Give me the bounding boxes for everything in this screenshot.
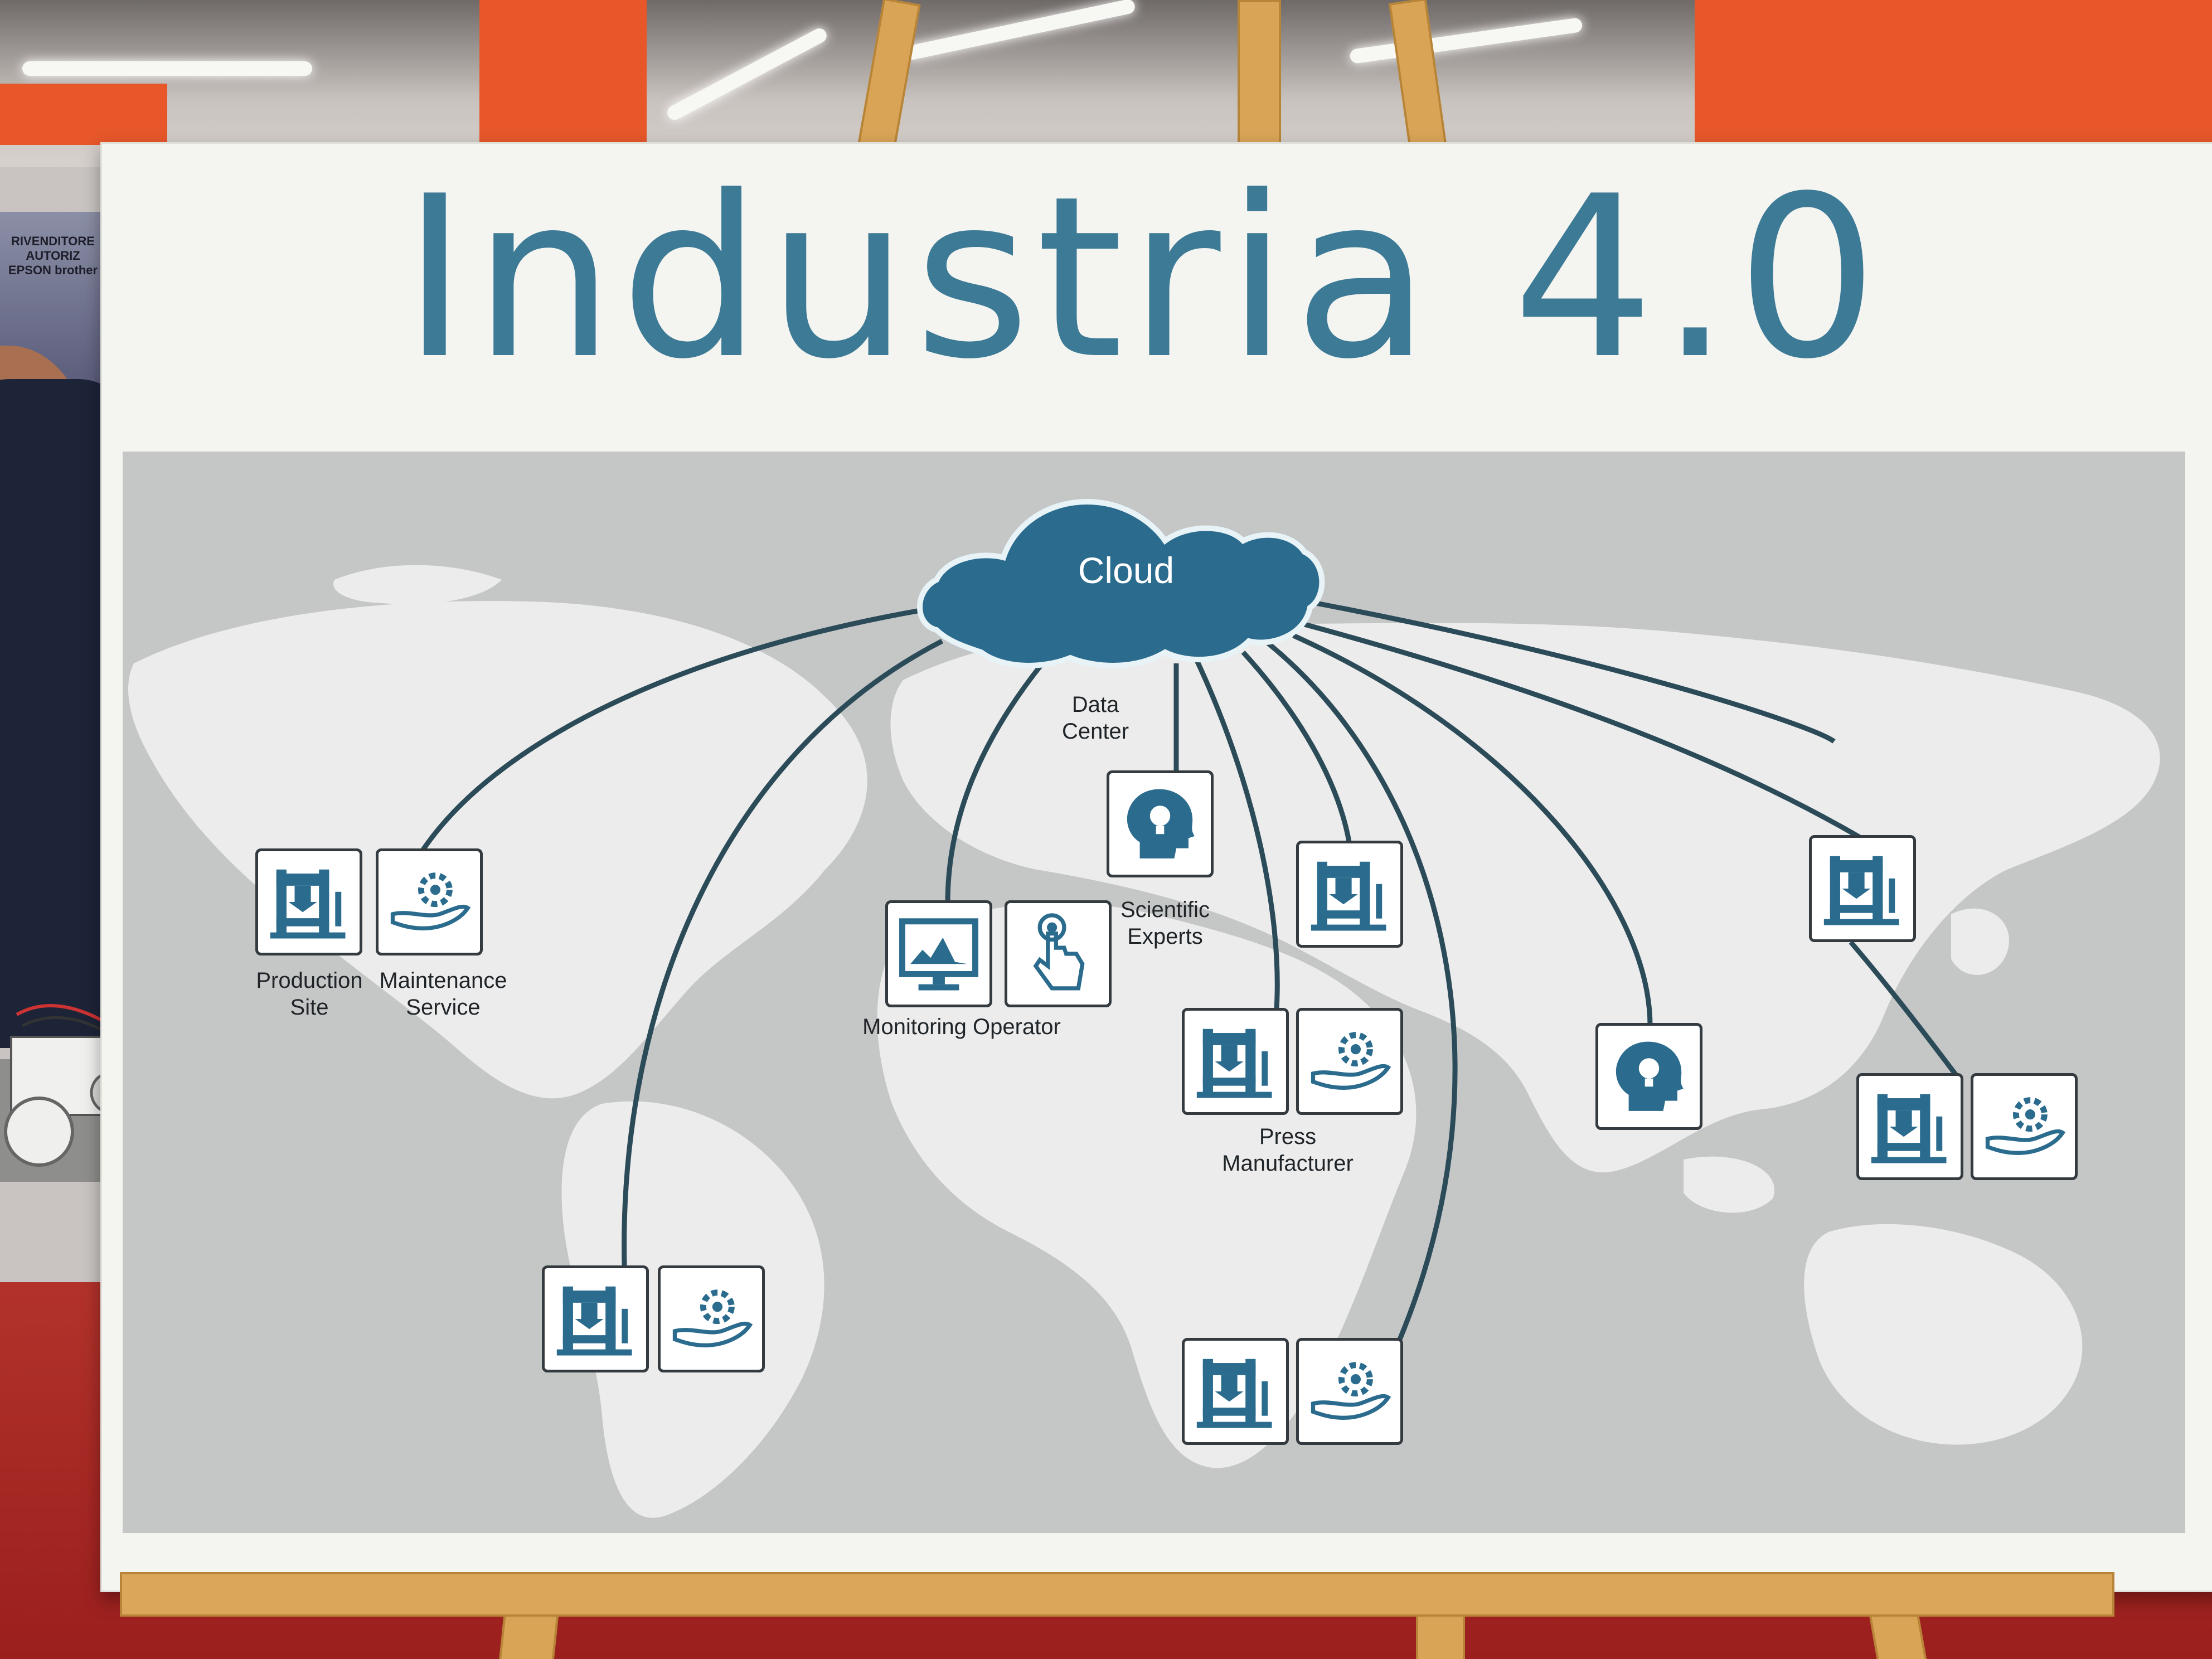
monitoring-operator-label: Monitoring Operator bbox=[862, 1015, 1061, 1039]
easel-leg bbox=[1238, 0, 1281, 155]
maintenance-hand-gear-icon bbox=[1296, 1338, 1403, 1445]
maintenance-hand-gear-icon bbox=[1296, 1008, 1403, 1115]
connection-line bbox=[1303, 622, 1869, 844]
connection-line bbox=[1849, 940, 1959, 1078]
connection-line bbox=[945, 662, 1045, 904]
maintenance-service-label: Maintenance Service bbox=[379, 968, 507, 1020]
press-machine-icon bbox=[1182, 1008, 1289, 1115]
connection-line bbox=[419, 605, 937, 855]
cloud-icon bbox=[917, 498, 1325, 668]
scientific-experts-label: Scientific Experts bbox=[1120, 898, 1210, 949]
monitor-chart-icon bbox=[885, 900, 992, 1007]
orange-pillar bbox=[0, 84, 167, 145]
connection-line bbox=[1264, 639, 1458, 1342]
production-site-label: Production Site bbox=[256, 968, 363, 1020]
connection-line bbox=[1190, 651, 1280, 1010]
connection-line bbox=[1309, 599, 1836, 744]
data-center-label: Data Center bbox=[1061, 692, 1129, 744]
press-machine-icon bbox=[255, 848, 362, 955]
easel-crossbar bbox=[120, 1572, 2114, 1617]
press-machine-icon bbox=[1296, 841, 1403, 948]
press-machine-icon bbox=[1856, 1073, 1963, 1180]
connection-line bbox=[1292, 633, 1653, 1026]
press-machine-icon bbox=[1809, 835, 1916, 942]
maintenance-hand-gear-icon bbox=[658, 1265, 765, 1372]
world-map-continents bbox=[128, 565, 2160, 1518]
head-lightbulb-icon bbox=[1107, 770, 1214, 877]
press-machine-icon bbox=[542, 1265, 649, 1372]
orange-pillar bbox=[1695, 0, 1973, 167]
ceiling-light bbox=[22, 61, 312, 76]
cloud-label: Cloud bbox=[1078, 550, 1175, 591]
connection-line bbox=[622, 638, 944, 1266]
maintenance-hand-gear-icon bbox=[1971, 1073, 2078, 1180]
touch-hand-icon bbox=[1005, 900, 1112, 1007]
head-lightbulb-icon bbox=[1595, 1023, 1702, 1130]
press-manufacturer-label: Press Manufacturer bbox=[1222, 1124, 1354, 1176]
maintenance-hand-gear-icon bbox=[376, 848, 483, 955]
connection-lines bbox=[419, 599, 1959, 1342]
orange-pillar bbox=[479, 0, 647, 145]
poster-title: Industria 4.0 bbox=[401, 149, 1884, 408]
connection-line bbox=[1241, 650, 1352, 842]
press-machine-icon bbox=[1182, 1338, 1289, 1445]
